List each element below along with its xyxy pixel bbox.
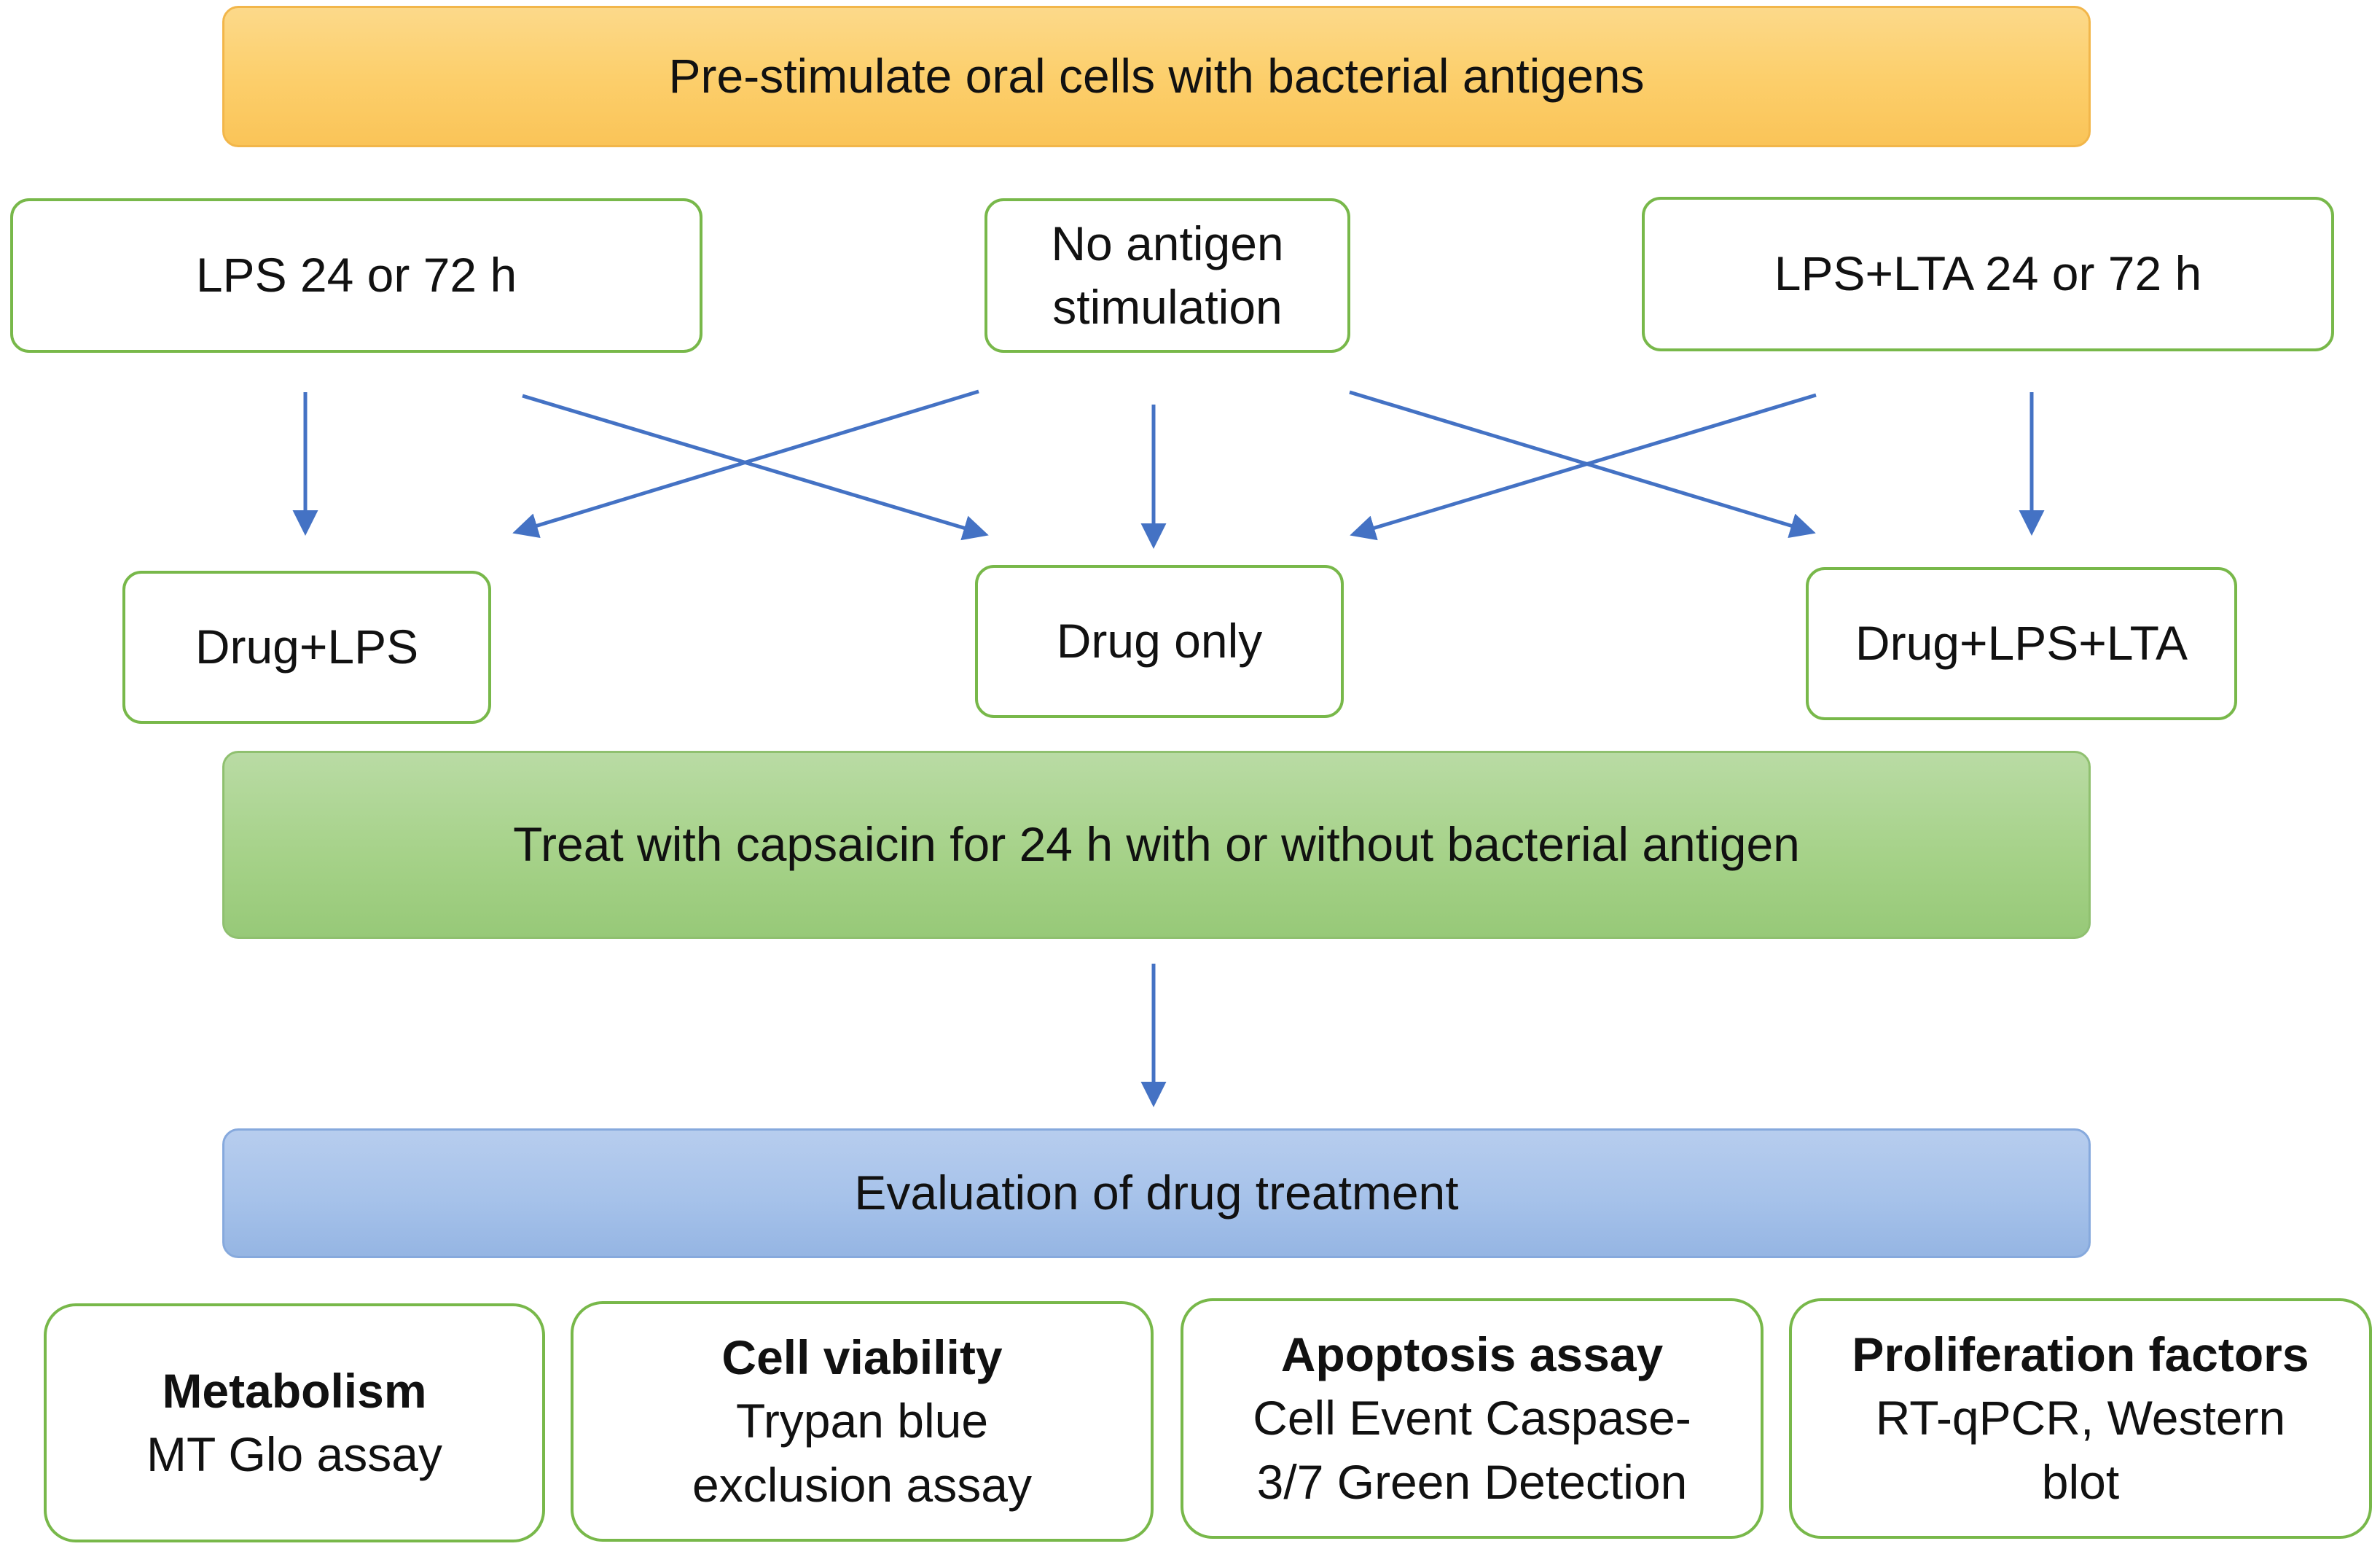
- treatment-drug-lps-lta-label: Drug+LPS+LTA: [1855, 616, 2188, 671]
- evaluation-text: Evaluation of drug treatment: [854, 1166, 1459, 1220]
- condition-no-antigen-line1: No antigen: [1051, 216, 1284, 270]
- evaluation-proliferation-title: Proliferation factors: [1852, 1327, 2309, 1382]
- condition-lps-label: LPS 24 or 72 h: [195, 248, 517, 303]
- condition-lps-box: LPS 24 or 72 h: [10, 198, 702, 353]
- pre-stimulate-text: Pre-stimulate oral cells with bacterial …: [668, 49, 1645, 104]
- evaluation-banner: Evaluation of drug treatment: [222, 1128, 2091, 1258]
- evaluation-proliferation-box: Proliferation factors RT-qPCR, Western b…: [1789, 1298, 2372, 1539]
- evaluation-apoptosis-method-line2: 3/7 Green Detection: [1256, 1454, 1688, 1509]
- treatment-drug-lps-lta-box: Drug+LPS+LTA: [1806, 567, 2237, 720]
- evaluation-apoptosis-title: Apoptosis assay: [1280, 1327, 1664, 1382]
- capsaicin-treatment-banner: Treat with capsaicin for 24 h with or wi…: [222, 751, 2091, 939]
- evaluation-metabolism-title: Metabolism: [162, 1363, 427, 1418]
- evaluation-apoptosis-method-line1: Cell Event Caspase-: [1253, 1391, 1691, 1445]
- treatment-drug-lps-label: Drug+LPS: [195, 620, 419, 674]
- condition-no-antigen-box: No antigen stimulation: [985, 198, 1350, 353]
- evaluation-cell-viability-method-line2: exclusion assay: [692, 1457, 1032, 1512]
- arrow-lps-to-drug-only: [522, 394, 989, 541]
- condition-no-antigen-line2: stimulation: [1052, 280, 1283, 334]
- condition-lps-lta-box: LPS+LTA 24 or 72 h: [1642, 197, 2334, 351]
- treatment-drug-only-box: Drug only: [975, 565, 1344, 718]
- condition-lps-lta-label: LPS+LTA 24 or 72 h: [1774, 246, 2202, 301]
- evaluation-cell-viability-box: Cell viability Trypan blue exclusion ass…: [571, 1301, 1154, 1542]
- arrow-lps-lta-to-drug-only: [1350, 393, 1817, 541]
- treatment-drug-only-label: Drug only: [1056, 614, 1263, 668]
- capsaicin-treatment-text: Treat with capsaicin for 24 h with or wi…: [513, 817, 1800, 872]
- evaluation-apoptosis-box: Apoptosis assay Cell Event Caspase- 3/7 …: [1181, 1298, 1764, 1539]
- evaluation-metabolism-box: Metabolism MT Glo assay: [44, 1303, 545, 1542]
- arrow-none-to-drug-lps-lta: [1349, 390, 1816, 539]
- evaluation-metabolism-method: MT Glo assay: [146, 1427, 442, 1481]
- pre-stimulate-banner: Pre-stimulate oral cells with bacterial …: [222, 6, 2091, 147]
- evaluation-cell-viability-title: Cell viability: [721, 1330, 1003, 1385]
- evaluation-proliferation-method-line1: RT-qPCR, Western: [1875, 1391, 2286, 1445]
- arrow-none-to-drug-lps: [512, 389, 979, 539]
- evaluation-proliferation-method-line2: blot: [2041, 1454, 2120, 1509]
- evaluation-cell-viability-method-line1: Trypan blue: [735, 1394, 989, 1448]
- treatment-drug-lps-box: Drug+LPS: [122, 571, 491, 724]
